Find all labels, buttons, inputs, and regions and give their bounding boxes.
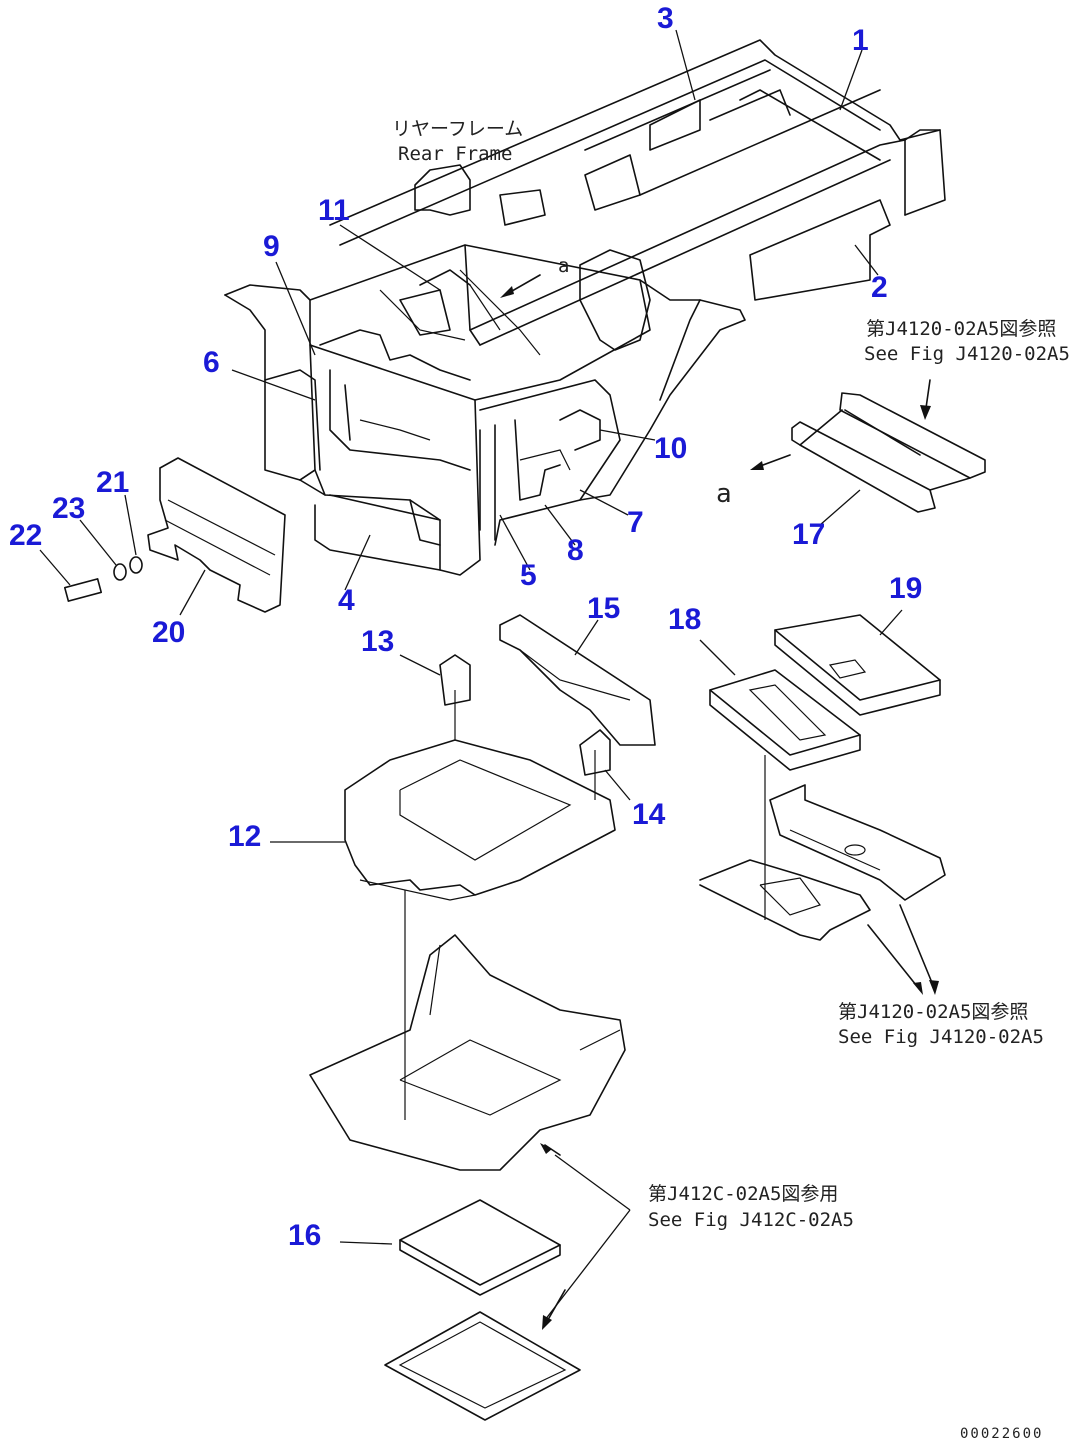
callout-15: 15 xyxy=(587,592,620,625)
reference-note-1-en: See Fig J4120-02A5 xyxy=(864,343,1070,365)
callout-13: 13 xyxy=(361,625,394,658)
callout-9: 9 xyxy=(263,230,280,263)
callout-3: 3 xyxy=(657,2,674,35)
reference-note-2-en: See Fig J4120-02A5 xyxy=(838,1026,1044,1048)
bolt-22 xyxy=(63,578,103,602)
callout-22: 22 xyxy=(9,519,42,552)
side-plate-20-drawing xyxy=(63,457,286,613)
reference-note-3-jp: 第J412C-02A5図参用 xyxy=(648,1183,838,1205)
callout-20: 20 xyxy=(152,616,185,649)
reference-notes: リヤーフレーム Rear Frame 第J4120-02A5図参照 See Fi… xyxy=(392,118,1070,1442)
callout-4: 4 xyxy=(338,584,355,617)
reference-note-1-jp: 第J4120-02A5図参照 xyxy=(866,318,1056,340)
spring-washer-21 xyxy=(129,556,143,574)
callout-17: 17 xyxy=(792,518,825,551)
floor-plate-12-drawing xyxy=(344,614,656,1120)
callout-2: 2 xyxy=(871,271,888,304)
rear-frame-label-jp: リヤーフレーム xyxy=(392,118,523,140)
callout-6: 6 xyxy=(203,346,220,379)
reference-note-2-jp: 第J4120-02A5図参照 xyxy=(838,1001,1028,1023)
seat-frame-17-drawing: a xyxy=(716,379,986,513)
callout-12: 12 xyxy=(228,820,261,853)
callout-7: 7 xyxy=(627,506,644,539)
cab-floor-drawing xyxy=(309,934,626,1171)
reference-note-3-en: See Fig J412C-02A5 xyxy=(648,1209,854,1231)
part-callouts: 1 2 3 4 5 6 7 8 9 10 11 12 13 14 15 16 1… xyxy=(9,2,922,1252)
cushions-18-19-drawing xyxy=(699,614,946,995)
callout-1: 1 xyxy=(852,24,869,57)
callout-14: 14 xyxy=(632,798,666,831)
rear-frame-drawing: a xyxy=(224,39,946,576)
washer-23 xyxy=(113,563,127,581)
callout-21: 21 xyxy=(96,466,129,499)
view-a-label-side: a xyxy=(716,479,732,509)
drawing-code: 00022600 xyxy=(960,1426,1043,1442)
callout-10: 10 xyxy=(654,432,687,465)
leader-lines xyxy=(39,29,903,1321)
view-a-label-top: a xyxy=(558,255,569,277)
callout-18: 18 xyxy=(668,603,701,636)
mat-16-drawing xyxy=(384,1199,581,1421)
callout-8: 8 xyxy=(567,534,584,567)
rear-frame-label-en: Rear Frame xyxy=(398,143,512,165)
callout-23: 23 xyxy=(52,492,85,525)
callout-5: 5 xyxy=(520,559,537,592)
callout-11: 11 xyxy=(318,194,350,227)
callout-16: 16 xyxy=(288,1219,321,1252)
callout-19: 19 xyxy=(889,572,922,605)
